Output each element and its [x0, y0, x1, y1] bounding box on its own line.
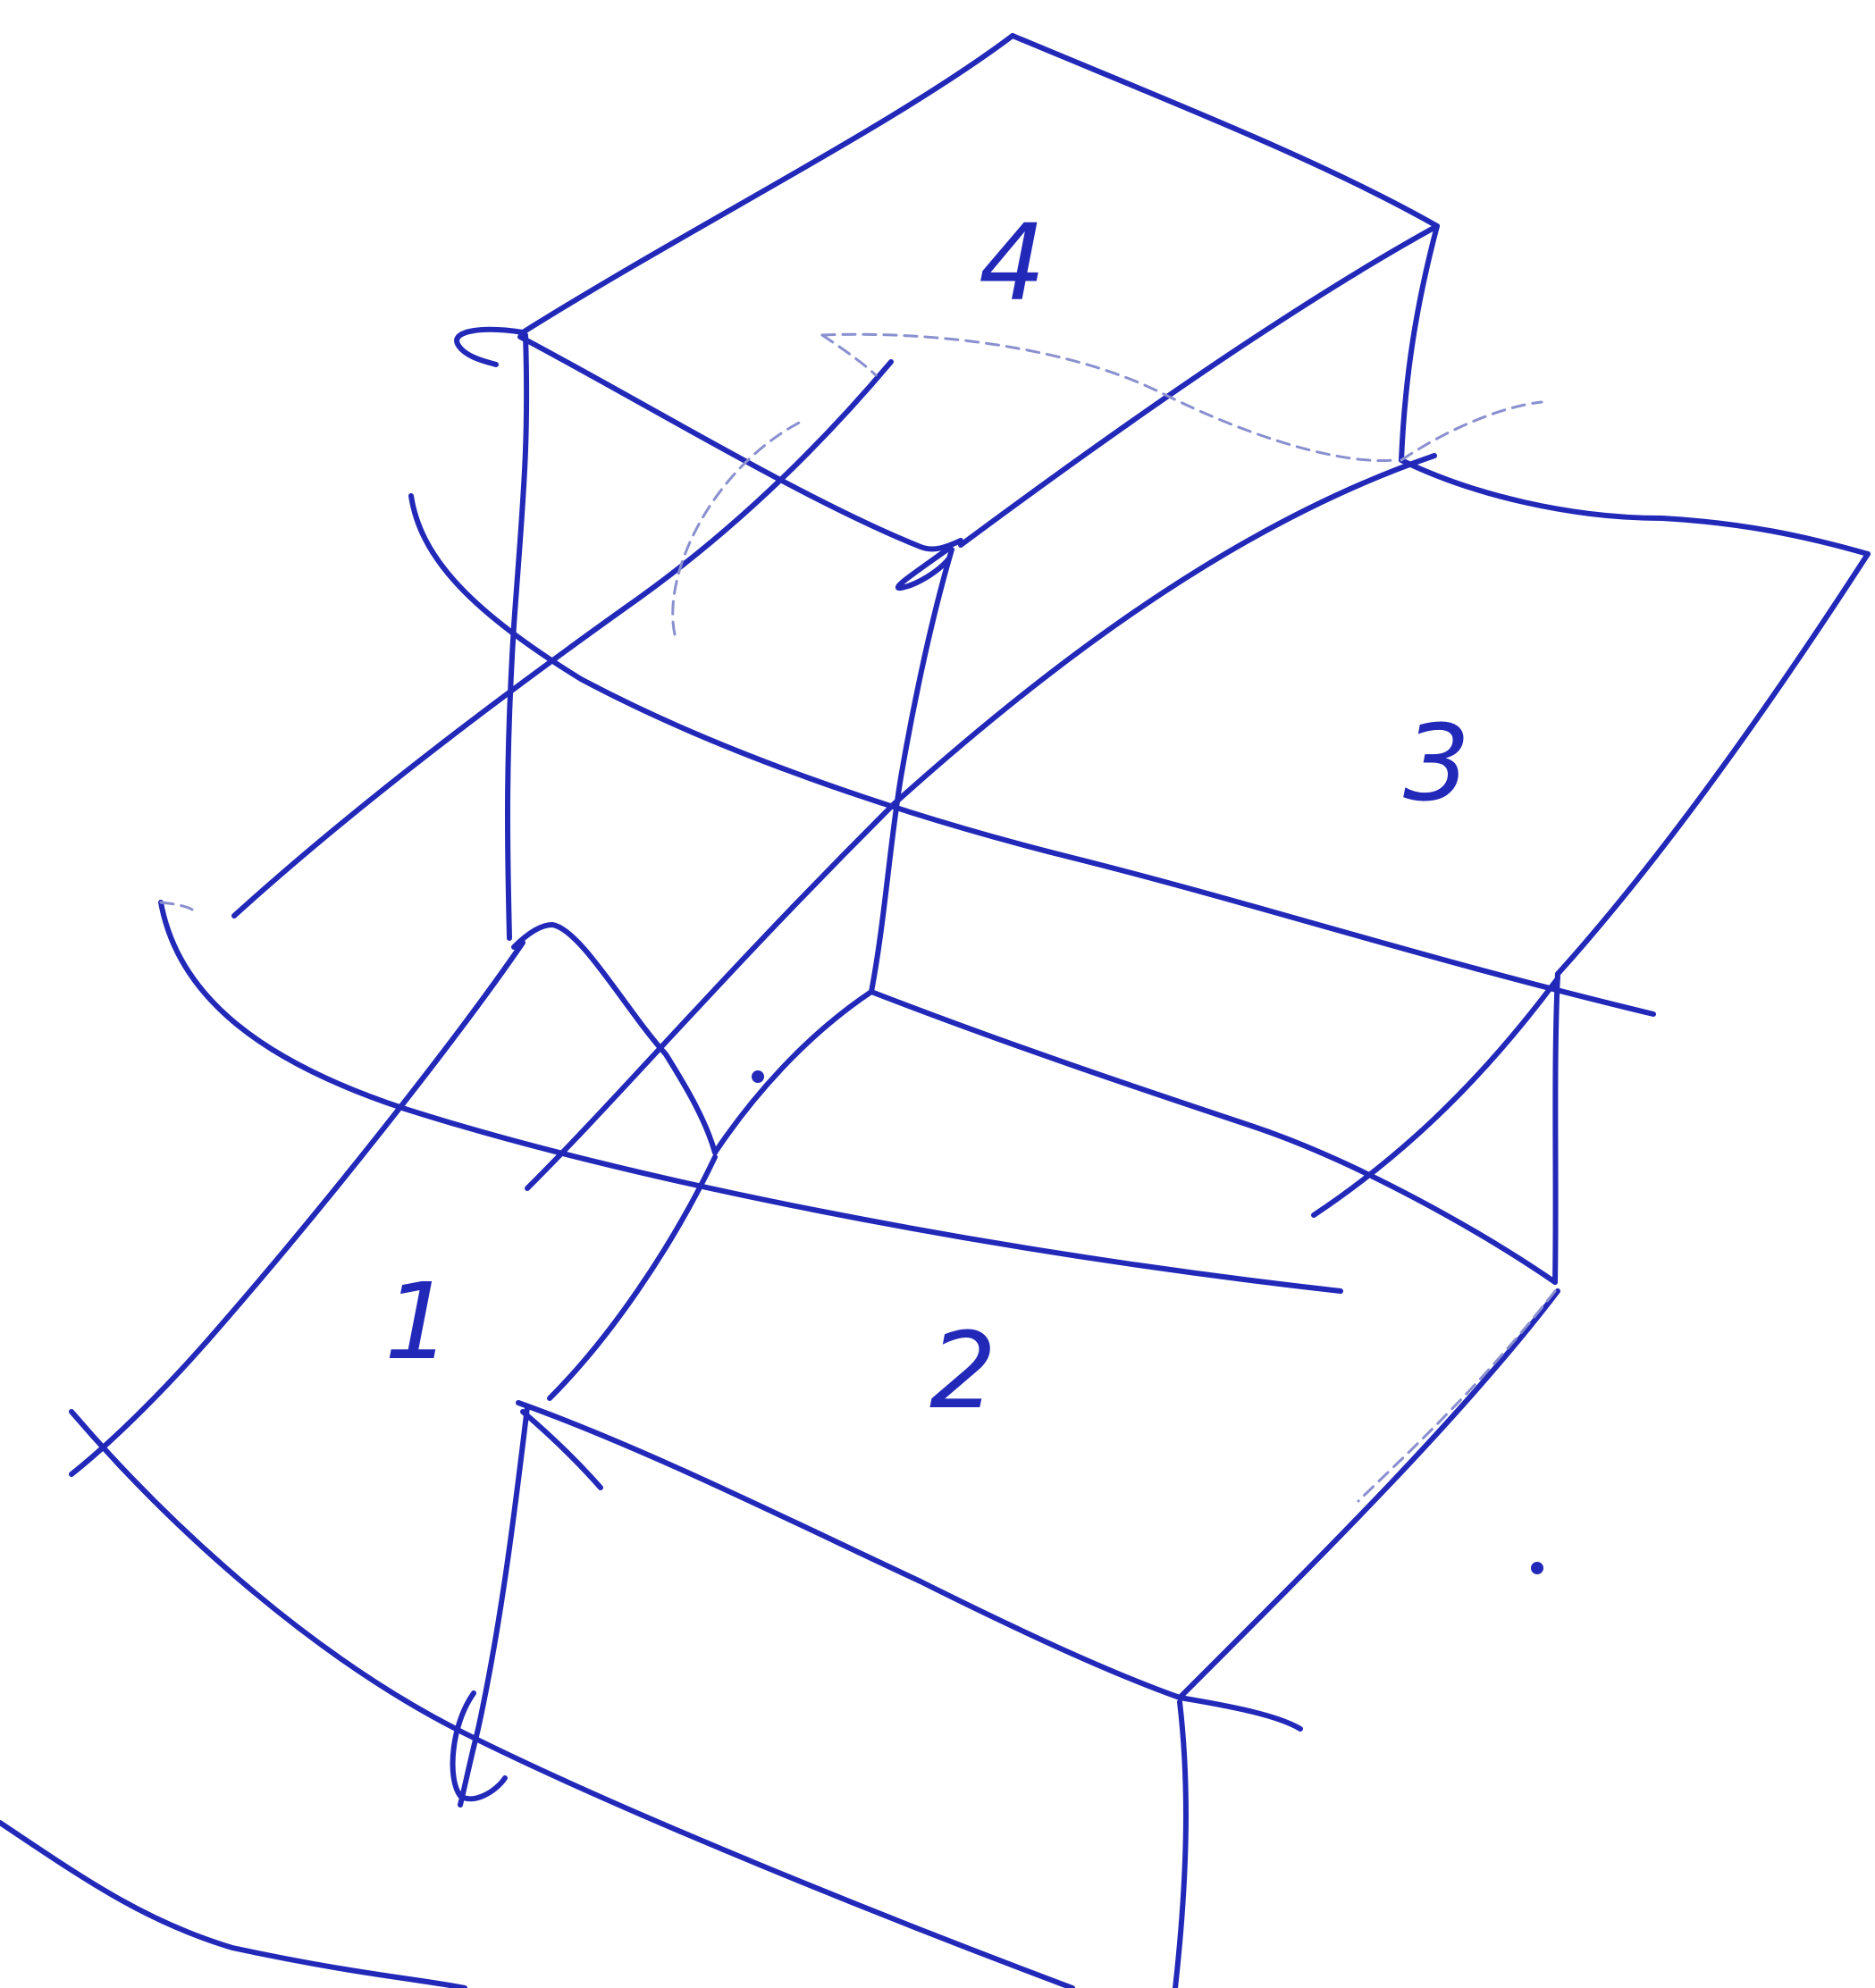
region-label-4: 4 [979, 201, 1046, 324]
bottom-stray-curve [0, 1823, 465, 1988]
surface-grid-lines [161, 362, 1868, 1291]
block4-top-right-edge [1013, 36, 1437, 226]
block2-right-back-edge [1180, 1291, 1558, 1698]
bottom-front-edge [71, 1412, 1072, 1988]
block4-top-left-edge [523, 36, 1013, 332]
grid-line-middle-diagonal [527, 456, 1434, 1188]
region-label-3: 3 [1403, 701, 1470, 825]
faint-construction-lines [161, 334, 1555, 1501]
block4-corner-curl-left [457, 330, 523, 365]
top-block-outline [457, 36, 1437, 992]
block4-front-vertical-edge [871, 549, 952, 992]
grid-line-right-top-edge [1401, 460, 1868, 554]
lower-tier-outline [0, 925, 1558, 1988]
arrow-tick [523, 1412, 601, 1488]
faint-lower-right-diagonal [1358, 1291, 1555, 1501]
region-label-2: 2 [929, 1309, 996, 1432]
block1-left-vertical-edge [71, 943, 523, 1474]
tier-right-vertical-edge [1555, 974, 1558, 1282]
faint-arrow-top-left [822, 335, 876, 375]
grid-line-long-diagonal [234, 362, 891, 916]
bottom-right-ledge [1180, 1698, 1300, 1729]
faint-arc-top [822, 334, 1394, 460]
stray-dot-lower-right [1531, 1562, 1543, 1574]
region-label-1: 1 [384, 1260, 451, 1383]
block1-right-vertical-edge [550, 1157, 715, 1398]
stray-dot-middle [752, 1070, 764, 1083]
faint-left-tick [161, 902, 192, 910]
faint-arrow-top-right [1401, 402, 1542, 460]
block1-top-edge [514, 925, 715, 1153]
grid-line-lower-diagonal [1314, 978, 1558, 1215]
grid-line-right-slant [1558, 554, 1868, 974]
faint-arc-left [673, 420, 804, 634]
block4-right-vertical-edge [1401, 226, 1437, 460]
step-riser-right-vertical [1175, 1702, 1186, 1988]
bottom-loop-curl [453, 1693, 505, 1799]
tier-drop-edge [715, 992, 871, 1153]
block2-top-edge [518, 1403, 1180, 1698]
